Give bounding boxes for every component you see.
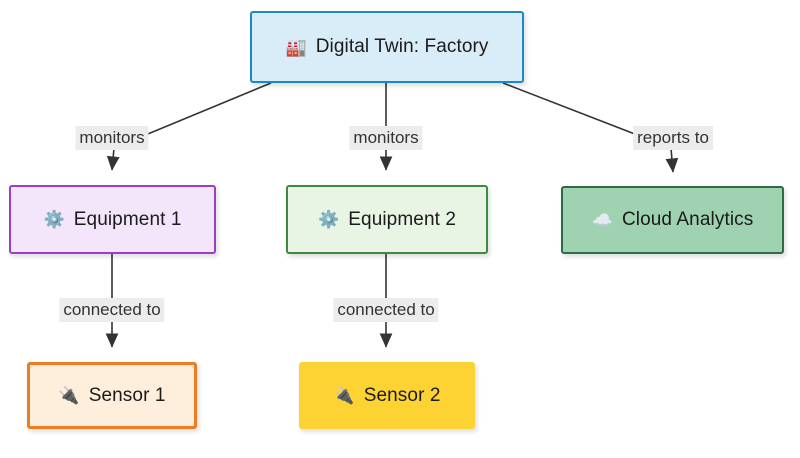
cloud-icon: ☁️ [591,210,613,230]
plug-icon: 🔌 [333,386,355,405]
node-label: Sensor 1 [88,384,166,406]
plug-icon: 🔌 [58,386,80,405]
node-label: Cloud Analytics [621,209,754,230]
node-sensor-2[interactable]: 🔌 Sensor 2 [299,362,475,429]
node-cloud-analytics[interactable]: ☁️ Cloud Analytics [561,186,784,254]
edge-label-factory-to-cloud-analytics: reports to [633,126,713,150]
node-label: Digital Twin: Factory [315,36,489,57]
node-sensor-1[interactable]: 🔌 Sensor 1 [27,362,197,429]
edge-label-equipment-2-to-sensor-2: connected to [333,298,439,322]
node-label: Equipment 1 [73,208,182,230]
node-digital-twin-factory[interactable]: 🏭 Digital Twin: Factory [250,11,524,83]
edge-label-factory-to-equipment-2: monitors [349,126,423,150]
node-label: Equipment 2 [348,208,457,230]
node-label: Sensor 2 [363,384,441,406]
edge-label-equipment-1-to-sensor-1: connected to [59,298,165,322]
gear-icon: ⚙️ [317,210,340,229]
edge-label-factory-to-equipment-1: monitors [75,126,149,150]
gear-icon: ⚙️ [43,210,65,229]
node-equipment-2[interactable]: ⚙️ Equipment 2 [286,185,488,254]
factory-icon: 🏭 [285,37,307,57]
node-equipment-1[interactable]: ⚙️ Equipment 1 [9,185,216,254]
